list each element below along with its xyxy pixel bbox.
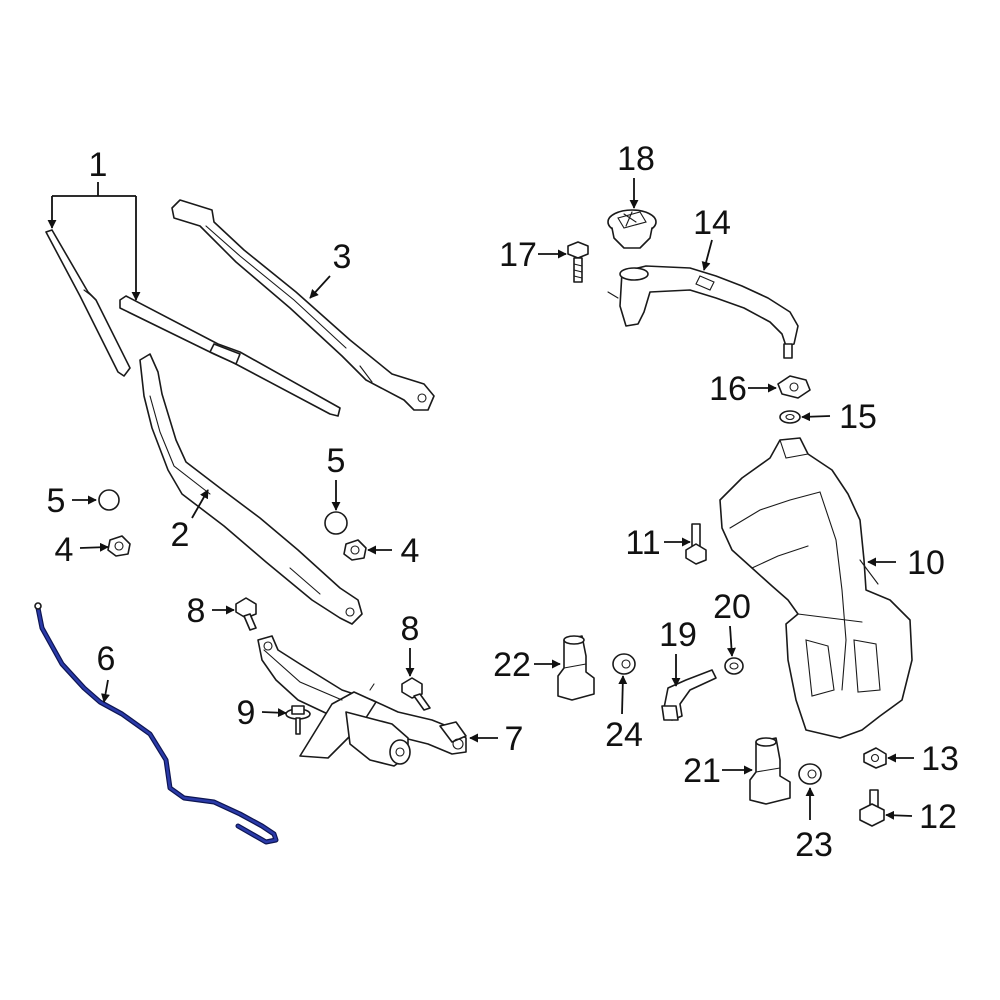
leader-lines xyxy=(47,178,914,820)
callout-15: 15 xyxy=(839,398,877,436)
callout-14: 14 xyxy=(693,204,731,242)
part-6-washer-hose[interactable] xyxy=(34,602,279,845)
part-1-wiper-blades[interactable] xyxy=(45,229,341,417)
callout-5-left: 5 xyxy=(47,482,66,520)
part-8-bolt-lower[interactable] xyxy=(401,677,431,711)
callout-8-lower: 8 xyxy=(401,610,420,648)
part-21-washer-pump-rear[interactable] xyxy=(749,737,791,805)
part-4-nut-left[interactable] xyxy=(107,535,131,557)
part-17-bolt[interactable] xyxy=(567,241,589,283)
callout-4-left: 4 xyxy=(55,531,74,569)
callout-8-upper: 8 xyxy=(187,592,206,630)
part-18-filler-cap[interactable] xyxy=(607,209,657,249)
part-5-cap-right[interactable] xyxy=(324,511,348,535)
callout-1: 1 xyxy=(89,146,108,184)
callout-24: 24 xyxy=(605,716,643,754)
part-8-bolt-upper[interactable] xyxy=(235,597,257,631)
part-13-nut[interactable] xyxy=(863,747,887,769)
callout-21: 21 xyxy=(683,752,721,790)
callout-2: 2 xyxy=(171,516,190,554)
callout-19: 19 xyxy=(659,616,697,654)
part-2-wiper-arm-right[interactable] xyxy=(139,353,363,625)
part-20-grommet[interactable] xyxy=(724,657,744,675)
part-5-cap-left[interactable] xyxy=(98,489,120,511)
callout-labels: 1 3 2 5 4 5 4 6 7 8 8 9 10 11 12 13 14 1… xyxy=(47,140,959,864)
part-10-washer-reservoir[interactable] xyxy=(719,437,913,739)
callout-11: 11 xyxy=(625,524,660,562)
callout-4-right: 4 xyxy=(401,532,420,570)
part-11-bolt[interactable] xyxy=(685,523,707,565)
part-14-filler-neck[interactable] xyxy=(607,265,799,359)
callout-13: 13 xyxy=(921,740,959,778)
callout-22: 22 xyxy=(493,646,531,684)
part-23-grommet[interactable] xyxy=(798,763,822,785)
part-7-wiper-linkage-motor[interactable] xyxy=(257,635,467,767)
part-19-hose-connector[interactable] xyxy=(661,669,717,721)
callout-10: 10 xyxy=(907,544,945,582)
callout-23: 23 xyxy=(795,826,833,864)
part-15-washer[interactable] xyxy=(779,410,801,424)
callout-5-right: 5 xyxy=(327,442,346,480)
callout-3: 3 xyxy=(333,238,352,276)
part-16-nut[interactable] xyxy=(777,375,811,399)
part-12-bolt[interactable] xyxy=(859,789,885,827)
part-3-wiper-arm-left[interactable] xyxy=(171,199,435,411)
part-22-washer-pump-front[interactable] xyxy=(557,635,595,701)
callout-18: 18 xyxy=(617,140,655,178)
part-9-mounting-bolt[interactable] xyxy=(285,705,311,735)
callout-7: 7 xyxy=(505,720,524,758)
callout-9: 9 xyxy=(237,694,256,732)
callout-6: 6 xyxy=(97,640,116,678)
callout-12: 12 xyxy=(919,798,957,836)
part-4-nut-right[interactable] xyxy=(343,539,367,561)
callout-16: 16 xyxy=(709,370,747,408)
part-24-grommet[interactable] xyxy=(612,653,636,675)
callout-20: 20 xyxy=(713,588,751,626)
callout-17: 17 xyxy=(499,236,537,274)
